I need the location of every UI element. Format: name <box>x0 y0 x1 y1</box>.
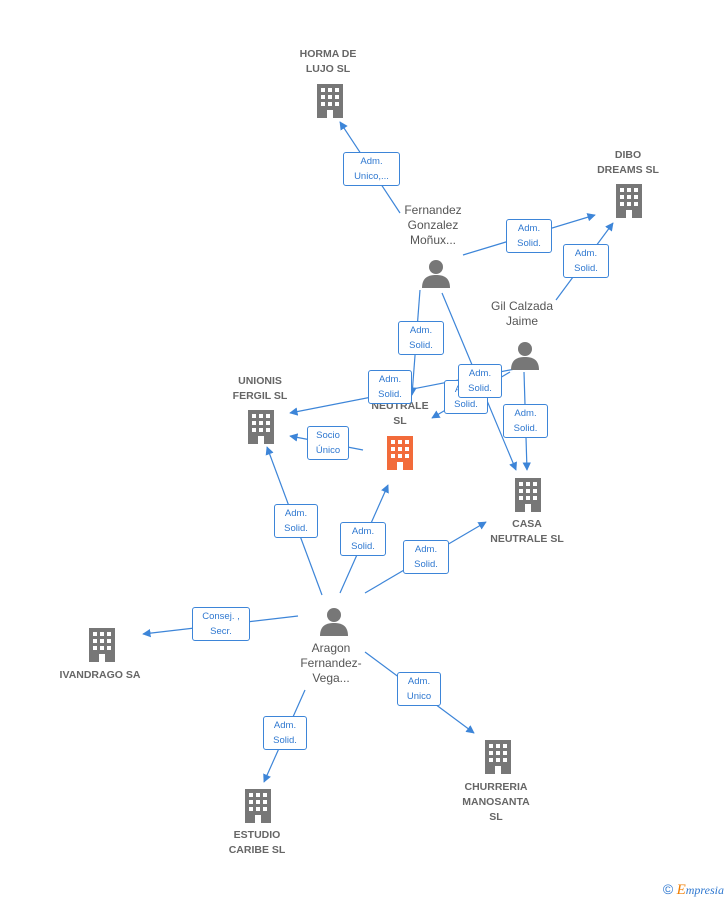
edge-label-gil-casa[interactable]: Adm. Solid. <box>503 404 548 438</box>
building-icon[interactable] <box>513 478 543 512</box>
building-icon[interactable] <box>243 789 273 823</box>
person-icon[interactable] <box>319 606 349 636</box>
brand-name: mpresia <box>685 883 724 897</box>
building-icon[interactable] <box>87 628 117 662</box>
person-label-gil-calzada[interactable]: Gil Calzada Jaime <box>490 299 554 328</box>
company-label-ivandrago[interactable]: IVANDRAGO SA <box>59 669 141 681</box>
empresia-logo[interactable]: © Empresia <box>663 881 724 899</box>
edge-label-fernandez-dibo[interactable]: Adm. Solid. <box>506 219 552 253</box>
person-icon[interactable] <box>510 340 540 370</box>
edge-label-gil-focus[interactable]: Adm. Solid. <box>458 364 502 398</box>
person-icon[interactable] <box>421 258 451 288</box>
company-label-casa-neutrale[interactable]: CASA NEUTRALE SL <box>490 518 564 545</box>
edge-label-gil-unionis[interactable]: Adm. Solid. <box>368 370 412 404</box>
brand-initial: E <box>676 882 686 898</box>
edge-label-aragon-unionis[interactable]: Adm. Solid. <box>274 504 318 538</box>
edge-label-fernandez-horma[interactable]: Adm. Unico,... <box>343 152 400 186</box>
edge-label-aragon-casa[interactable]: Adm. Solid. <box>403 540 449 574</box>
company-label-churreria-manosanta[interactable]: CHURRERIA MANOSANTA SL <box>462 781 530 823</box>
company-label-estudio-caribe[interactable]: ESTUDIO CARIBE SL <box>228 829 286 856</box>
company-label-dibo-dreams[interactable]: DIBO DREAMS SL <box>597 149 659 176</box>
edge-label-aragon-focus[interactable]: Adm. Solid. <box>340 522 386 556</box>
building-icon[interactable] <box>483 740 513 774</box>
person-label-aragon-fernandez[interactable]: Aragon Fernandez- Vega... <box>300 641 362 685</box>
edge-label-gil-dibo[interactable]: Adm. Solid. <box>563 244 609 278</box>
person-label-fernandez-gonzalez[interactable]: Fernandez Gonzalez Moñux... <box>404 203 462 247</box>
company-label-unionis-fergil[interactable]: UNIONIS FERGIL SL <box>232 375 288 402</box>
focus-company-building-icon[interactable] <box>385 436 415 470</box>
edge-label-aragon-churreria[interactable]: Adm. Unico <box>397 672 441 706</box>
company-label-horma-de-lujo[interactable]: HORMA DE LUJO SL <box>299 48 357 75</box>
edge-label-aragon-ivandrago[interactable]: Consej. , Secr. <box>192 607 250 641</box>
building-icon[interactable] <box>614 184 644 218</box>
edge-label-fernandez-focus[interactable]: Adm. Solid. <box>398 321 444 355</box>
edge-label-focus-unionis[interactable]: Socio Único <box>307 426 349 460</box>
building-icon[interactable] <box>315 84 345 118</box>
building-icon[interactable] <box>246 410 276 444</box>
edge-label-aragon-estudio[interactable]: Adm. Solid. <box>263 716 307 750</box>
copyright-icon: © <box>662 881 674 897</box>
